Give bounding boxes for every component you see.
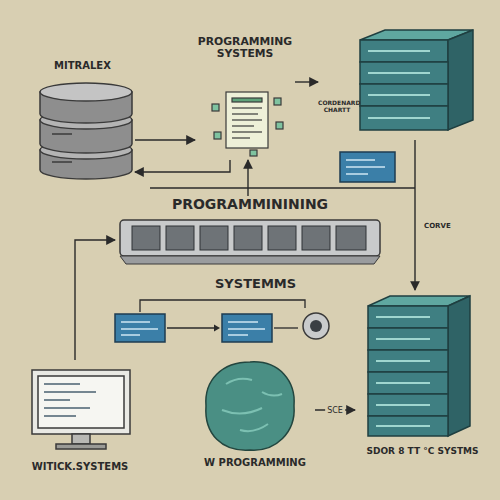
- connector-arrow: [135, 160, 230, 172]
- node-label: PROGRAMMININING: [172, 196, 328, 212]
- band-rack: [120, 220, 380, 264]
- wire: [150, 187, 415, 188]
- node-label: WITICK.SYSTEMS: [32, 461, 129, 473]
- gear-icon: [303, 313, 329, 339]
- node-label: W PROGRAMMING: [204, 457, 306, 469]
- connector-arrow: [414, 140, 415, 290]
- group-label: SYSTEMMS: [215, 276, 296, 291]
- node-label: MITRALEX: [54, 60, 111, 72]
- connector-arrow: [75, 240, 115, 360]
- edge-label: SCE: [325, 406, 345, 415]
- note-label: CORVE: [424, 222, 451, 230]
- document-icon: [212, 92, 283, 156]
- database-node: MITRALEX: [30, 60, 135, 185]
- database-stack: [40, 83, 132, 179]
- node-label: CORDENARD CHARTT: [318, 100, 356, 114]
- connector-arrow: [295, 81, 318, 82]
- monitor: [32, 370, 130, 449]
- node-label: PROGRAMMING SYSTEMS: [197, 36, 293, 61]
- screen-panel: [115, 314, 298, 342]
- server-node: CORDENARD CHARTT: [318, 28, 480, 140]
- node-label: SDOR 8 TT °C SYSTMS: [367, 446, 479, 456]
- band-node: PROGRAMMININING: [115, 196, 385, 260]
- server-rack: [368, 296, 470, 436]
- sphere: [206, 362, 294, 450]
- monitor-node: WITICK.SYSTEMS: [25, 360, 135, 480]
- server-rack: [360, 30, 473, 130]
- document-node: PROGRAMMING SYSTEMS: [195, 36, 295, 160]
- connector-arrow: [247, 160, 248, 196]
- connector-arrow: [135, 139, 195, 140]
- bracket: [140, 300, 305, 312]
- screen-panel: [340, 152, 395, 182]
- server-node: SDOR 8 TT °C SYSTMS: [355, 290, 490, 480]
- sphere-node: W PROGRAMMING: [195, 340, 315, 480]
